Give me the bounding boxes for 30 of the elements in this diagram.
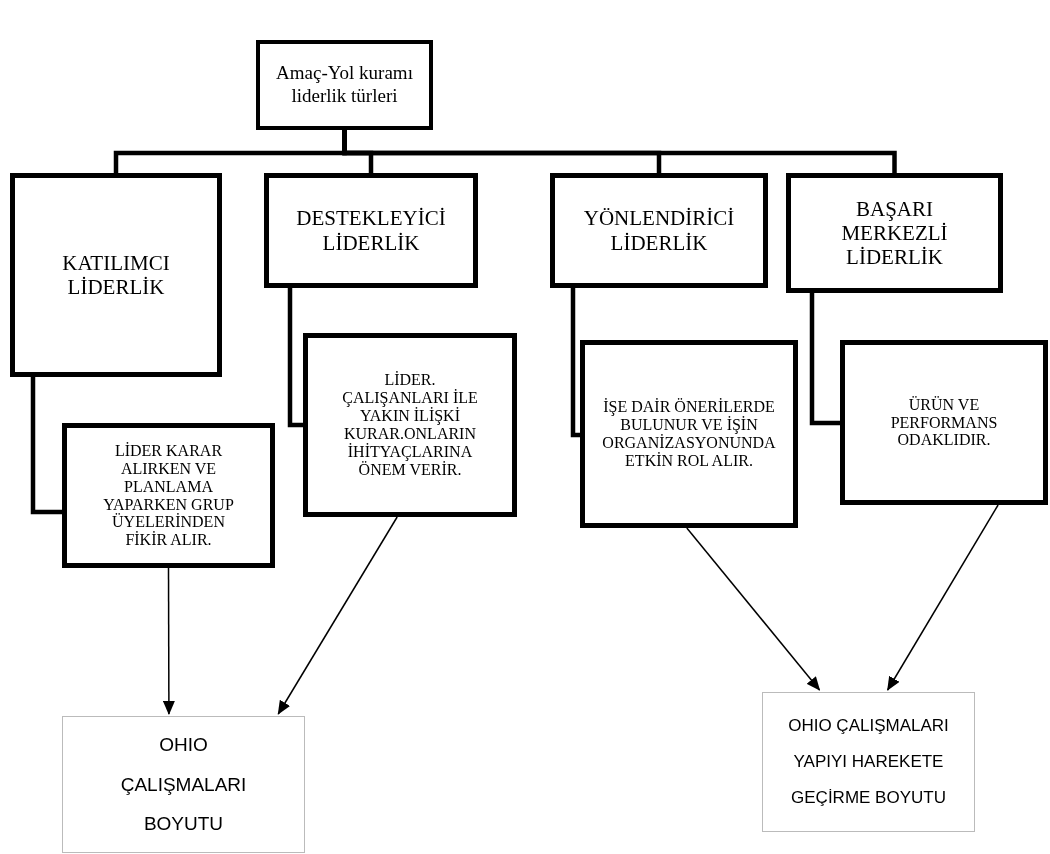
leadership-type-box (786, 173, 1003, 293)
box-text: Amaç-Yol kuramı liderlik türleri (275, 62, 414, 108)
connector-line (30, 377, 62, 515)
box-text: ÜRÜN VE PERFORMANS ODAKLIDIR. (889, 395, 999, 450)
description-box (303, 333, 517, 517)
leadership-type-box (264, 173, 478, 288)
box-text: BAŞARI MERKEZLİ LİDERLİK (840, 196, 949, 270)
leadership-type-box (550, 173, 768, 288)
box-text: OHIO ÇALIŞMALARI YAPIYI HAREKETE GEÇİRME BOYUTU (787, 715, 950, 809)
outcome-box (62, 716, 305, 853)
box-text: LİDER. ÇALIŞANLARI İLE YAKIN İLİŞKİ KURAR.ONLARIN İHİTYAÇLARINA ÖNEM VERİR. (341, 371, 479, 479)
leadership-type-box (10, 173, 222, 377)
connector-line (287, 288, 303, 428)
outcome-box (762, 692, 975, 832)
box-text: YÖNLENDİRİCİ LİDERLİK (582, 206, 736, 255)
arrow (886, 504, 999, 691)
description-box (580, 340, 798, 528)
box-text: LİDER KARAR ALIRKEN VE PLANLAMA YAPARKEN GRUP ÜYELERİNDEN FİKİR ALIR. (102, 441, 235, 550)
description-box (840, 340, 1048, 505)
box-text: İŞE DAİR ÖNERİLERDE BULUNUR VE İŞİN ORGANİZASYONUNDA ETKİN ROL ALIR. (601, 398, 777, 470)
box-text: OHIO ÇALIŞMALARI BOYUTU (119, 732, 248, 837)
connector-line (570, 288, 580, 438)
description-box (62, 423, 275, 568)
box-text: KATILIMCI LİDERLİK (61, 250, 171, 300)
connector-line (809, 293, 840, 426)
title-box (256, 40, 433, 130)
box-text: DESTEKLEYİCİ LİDERLİK (295, 206, 447, 255)
arrow (686, 527, 821, 691)
arrow (162, 567, 175, 715)
arrow (277, 516, 398, 715)
